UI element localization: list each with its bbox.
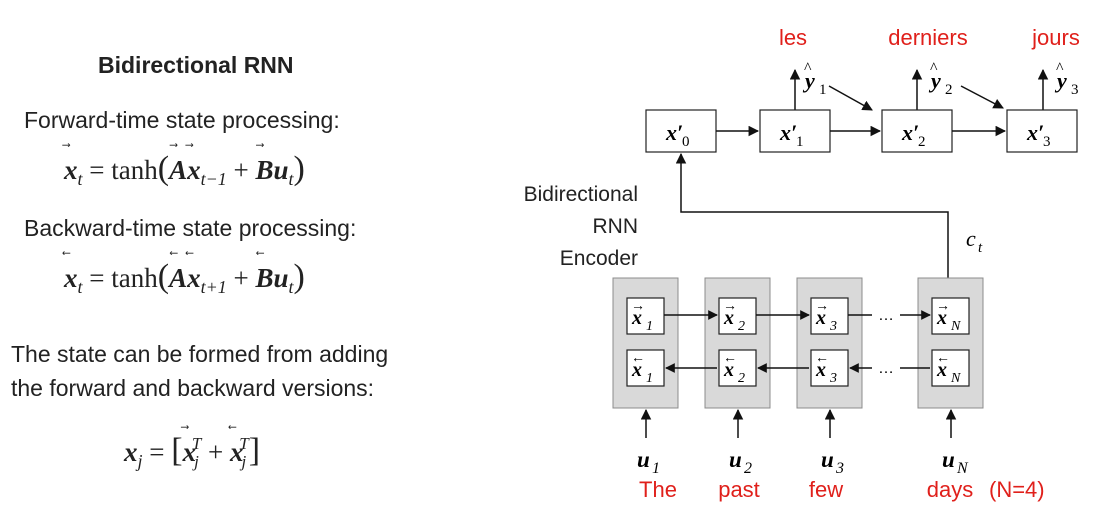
svg-text:1: 1	[819, 82, 827, 98]
input-word-3: few	[809, 477, 843, 502]
svg-text:x: x	[936, 359, 947, 381]
svg-text:1: 1	[796, 134, 804, 150]
svg-text:2: 2	[738, 319, 745, 334]
backward-state-N	[931, 349, 970, 387]
svg-text:x: x	[815, 359, 826, 381]
svg-text:→: →	[936, 299, 950, 314]
encoder-label-line1: Bidirectional	[524, 183, 638, 206]
svg-text:y: y	[1054, 68, 1067, 93]
svg-text:→: →	[631, 299, 645, 314]
input-u-N: u	[942, 447, 955, 472]
input-word-2: past	[718, 477, 760, 502]
svg-text:1: 1	[646, 319, 653, 334]
svg-text:←: ←	[936, 351, 950, 366]
svg-text:3: 3	[829, 371, 837, 386]
svg-text:←: ←	[723, 351, 737, 366]
forward-state-N	[931, 297, 970, 335]
combine-label-line1: The state can be formed from adding	[11, 341, 389, 367]
svg-text:x: x	[631, 307, 642, 329]
svg-text:←: ←	[631, 351, 645, 366]
backward-label: Backward-time state processing:	[24, 215, 357, 241]
svg-text:^: ^	[1056, 60, 1064, 77]
svg-text:y: y	[928, 68, 941, 93]
backward-state-2	[718, 349, 757, 387]
svg-text:2: 2	[945, 82, 953, 98]
decoder-state-3	[1006, 109, 1078, 153]
forward-equation: x⃗t = tanh(A⃗x⃗t−1 + B⃗ut)	[64, 150, 305, 189]
context-label: c t	[966, 226, 983, 256]
svg-text:x: x	[723, 359, 734, 381]
svg-text:t: t	[978, 240, 983, 256]
svg-text:1: 1	[652, 460, 660, 477]
combine-equation: xj = [x⃗jT + x⃖jT]	[124, 432, 261, 471]
forward-label: Forward-time state processing:	[24, 107, 340, 133]
forward-state-1	[626, 297, 665, 335]
svg-text:2: 2	[738, 371, 745, 386]
forward-state-2	[718, 297, 757, 335]
combine-label-line2: the forward and backward versions:	[11, 375, 375, 401]
svg-text:N: N	[950, 371, 961, 386]
svg-text:3: 3	[1043, 134, 1051, 150]
svg-text:1: 1	[646, 371, 653, 386]
input-u-3: u	[821, 447, 834, 472]
input-word-4: days	[927, 477, 973, 502]
decoder-state-0-label: x′	[665, 120, 683, 145]
svg-text:2: 2	[744, 460, 752, 477]
encoder-label-line3: Encoder	[560, 247, 638, 270]
forward-ellipsis: …	[878, 307, 894, 324]
y-hat-1: y ^ 1	[802, 60, 827, 98]
output-word-3: jours	[1031, 25, 1080, 50]
output-word-2: derniers	[888, 25, 967, 50]
svg-text:x: x	[815, 307, 826, 329]
svg-text:→: →	[815, 299, 829, 314]
input-word-1: The	[639, 477, 677, 502]
input-u-2: u	[729, 447, 742, 472]
decoder-state-2-label: x′	[901, 120, 919, 145]
forward-state-3	[810, 297, 849, 335]
backward-ellipsis: …	[878, 360, 894, 377]
svg-text:c: c	[966, 226, 976, 251]
svg-text:3: 3	[829, 319, 837, 334]
svg-text:^: ^	[804, 60, 812, 77]
svg-text:←: ←	[815, 351, 829, 366]
svg-text:→: →	[723, 299, 737, 314]
y-hat-2: y ^ 2	[928, 60, 953, 98]
backward-equation: x⃖t = tanh(A⃖x⃖t+1 + B⃖ut)	[64, 258, 305, 297]
output-word-1: les	[779, 25, 807, 50]
decoder-state-2	[881, 109, 953, 153]
panel-title: Bidirectional RNN	[98, 52, 294, 78]
svg-text:x: x	[631, 359, 642, 381]
backward-state-3	[810, 349, 849, 387]
svg-text:3: 3	[1071, 82, 1079, 98]
svg-text:N: N	[956, 460, 969, 477]
svg-text:x: x	[936, 307, 947, 329]
backward-state-1	[626, 349, 665, 387]
input-u-1: u	[637, 447, 650, 472]
svg-text:3: 3	[835, 460, 844, 477]
svg-text:y: y	[802, 68, 815, 93]
encoder-label-line2: RNN	[593, 215, 639, 238]
sequence-length-note: (N=4)	[989, 477, 1045, 502]
svg-text:N: N	[950, 319, 961, 334]
decoder-state-3-label: x′	[1026, 120, 1044, 145]
svg-text:2: 2	[918, 134, 926, 150]
decoder-state-1-label: x′	[779, 120, 797, 145]
svg-text:x: x	[723, 307, 734, 329]
svg-text:^: ^	[930, 60, 938, 77]
svg-text:0: 0	[682, 134, 690, 150]
y-hat-3: y ^ 3	[1054, 60, 1079, 98]
